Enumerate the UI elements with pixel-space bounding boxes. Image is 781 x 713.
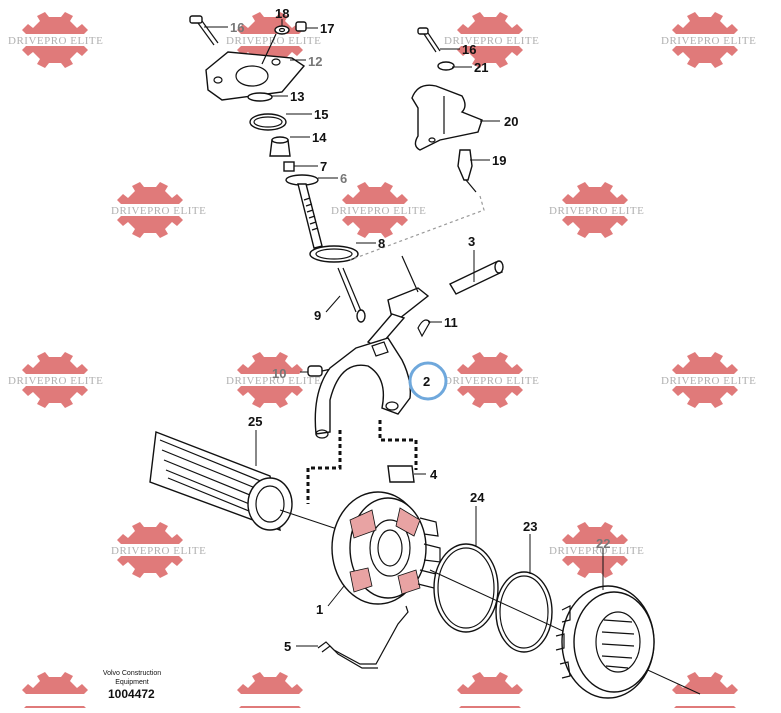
callout-9: 9 [314,308,321,323]
watermark-text: DRIVEPRO ELITE [111,205,206,217]
part-4-slider-pad [387,465,415,483]
part-12-cover [205,33,306,101]
callout-20: 20 [504,114,518,129]
part-1-synchronizer [331,491,441,605]
callout-22: 22 [596,536,610,551]
watermark-text: DRIVEPRO ELITE [8,35,103,47]
part-23-ring [495,571,553,653]
part-16-bolt [189,15,219,46]
part-19-sensor [457,149,477,193]
part-25-splined-shaft [149,431,293,532]
watermark-layer: DRIVEPRO ELITE DRIVEPRO ELITE DRIVEPRO E… [8,12,756,713]
part-18-washer [274,25,290,35]
callout-14: 14 [312,130,327,145]
callout-11: 11 [444,315,458,330]
callout-4: 4 [430,467,438,482]
watermark-text: DRIVEPRO ELITE [8,375,103,387]
callout-12: 12 [308,54,322,69]
callout-16: 16 [230,20,244,35]
callout-18: 18 [275,6,289,21]
part-7-nut [283,161,295,172]
callout-3: 3 [468,234,475,249]
watermark-text: DRIVEPRO ELITE [331,205,426,217]
callout-16-right: 16 [462,42,476,57]
callout-23: 23 [523,519,537,534]
watermark-text: DRIVEPRO ELITE [226,35,321,47]
footer-drawing-number: 1004472 [108,687,155,701]
part-lever-arm [366,255,430,349]
footer-block: Volvo Construction Equipment 1004472 [103,670,161,701]
sensor-cable-dashed [349,195,485,261]
part-14-bushing [269,136,291,157]
watermark-text: DRIVEPRO ELITE [444,375,539,387]
part-22-gear [555,585,655,699]
watermark-text: DRIVEPRO ELITE [111,545,206,557]
part-5-spring-wire [317,605,409,669]
callout-2: 2 [423,374,430,389]
footer-brand: Volvo Construction [103,670,161,677]
watermark-text: DRIVEPRO ELITE [549,205,644,217]
callouts: 16 18 17 12 13 15 14 7 6 8 9 16 21 20 19… [230,6,610,654]
callout-8: 8 [378,236,385,251]
footer-brand-line2: Equipment [115,679,149,686]
watermark-text: DRIVEPRO ELITE [661,375,756,387]
part-13-ring [247,92,273,102]
part-16-bolt-right [417,27,441,53]
dashed-path-left [306,430,342,504]
part-9-rod [337,267,366,323]
part-6-shaft [285,174,323,249]
watermark-text: DRIVEPRO ELITE [226,375,321,387]
part-20-bracket [411,84,483,151]
part-shift-fork [314,337,412,439]
callout-6: 6 [340,171,347,186]
part-15-ring [249,113,287,131]
part-8-ring [309,245,359,263]
watermark-text: DRIVEPRO ELITE [444,35,539,47]
callout-1: 1 [316,602,323,617]
callout-13: 13 [290,89,304,104]
callout-leaders [204,19,604,647]
callout-24: 24 [470,490,485,505]
callout-17: 17 [320,21,334,36]
callout-15: 15 [314,107,328,122]
watermark-text: DRIVEPRO ELITE [661,35,756,47]
callout-5: 5 [284,639,291,654]
callout-25: 25 [248,414,262,429]
dashed-path-right [378,420,418,470]
part-3-pin [449,260,504,295]
callout-21: 21 [474,60,488,75]
callout-19: 19 [492,153,506,168]
watermark-texts: DRIVEPRO ELITE DRIVEPRO ELITE DRIVEPRO E… [8,35,756,557]
watermark-text: DRIVEPRO ELITE [549,545,644,557]
callout-7: 7 [320,159,327,174]
callout-10: 10 [272,366,286,381]
part-24-snap-ring [433,543,499,633]
part-21-washer [437,61,455,71]
part-2-highlight-ring [408,361,448,401]
part-17-plug [295,21,307,32]
